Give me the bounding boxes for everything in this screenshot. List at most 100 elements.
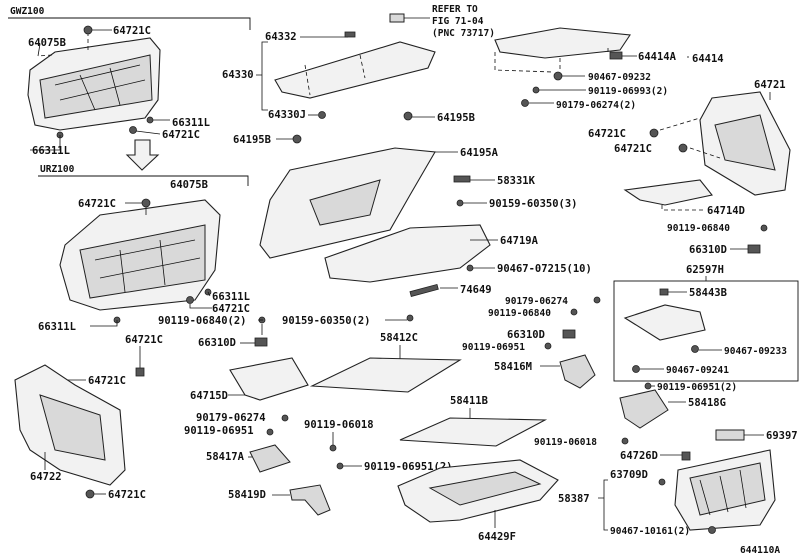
refer-line-1: REFER TO xyxy=(432,4,478,15)
label-90119-06993-2: 90119-06993(2) xyxy=(588,86,668,97)
bolt-90159-60350-3[interactable] xyxy=(456,199,464,207)
label-58412c: 58412C xyxy=(380,332,418,344)
part-64714d[interactable] xyxy=(623,179,713,206)
part-64429f-tray xyxy=(428,471,542,506)
label-64330j: 64330J xyxy=(268,109,306,121)
right-lower-center-group: 90179-06274 90119-06840 66310D 90119-069… xyxy=(462,296,737,448)
gwz100-group: GWZ100 64721C 64075B 66311L 64721C 66311… xyxy=(8,6,251,171)
bolt-90159-60350-2[interactable] xyxy=(406,314,414,322)
label-58331k: 58331K xyxy=(497,175,536,187)
clip-64726d[interactable] xyxy=(681,451,691,461)
clip-64721c-gwz-bottom[interactable] xyxy=(129,126,137,134)
part-69397[interactable] xyxy=(715,429,745,441)
bolt-90119-06951-b[interactable] xyxy=(544,342,552,350)
refer-line-3: (PNC 73717) xyxy=(432,28,495,39)
part-64330[interactable] xyxy=(274,41,436,99)
center-top-group: 64332 64330 64330J 64195B 64195B REFER T… xyxy=(222,4,495,146)
clip-90467-09241[interactable] xyxy=(632,365,640,373)
label-90467-10161-2: 90467-10161(2) xyxy=(610,526,690,537)
clip-64195b-a[interactable] xyxy=(292,134,302,144)
clip-64721c-urz-top[interactable] xyxy=(141,198,151,208)
clip-64330j[interactable] xyxy=(318,111,326,119)
label-90467-07215-10: 90467-07215(10) xyxy=(497,263,592,275)
bolt-90119-06951-a[interactable] xyxy=(266,428,274,436)
label-64721: 64721 xyxy=(754,79,786,91)
clip-64195b-b[interactable] xyxy=(403,111,413,121)
refer-line-2[interactable]: FIG 71-04 xyxy=(432,16,484,27)
clip-64721c-urz-bottom[interactable] xyxy=(186,296,194,304)
clip-64721c-i[interactable] xyxy=(678,143,688,153)
part-74649[interactable] xyxy=(409,283,439,298)
part-58443b[interactable] xyxy=(659,288,669,296)
part-64075b-gwz-panel xyxy=(39,54,153,119)
label-58411b: 58411B xyxy=(450,395,488,407)
leaders-64414-dash xyxy=(494,48,609,73)
part-64330-dashes xyxy=(304,54,366,96)
clip-64721c-e[interactable] xyxy=(135,367,145,377)
urz100-group: URZ100 64721C 64075B 66311L 64721C 66311… xyxy=(38,164,250,333)
leaders-urz xyxy=(90,202,212,327)
clip-90467-09232[interactable] xyxy=(553,71,563,81)
part-64715d[interactable] xyxy=(229,357,309,401)
bolt-90119-06840-c[interactable] xyxy=(570,308,578,316)
part-64414a[interactable] xyxy=(609,51,623,60)
label-64330: 64330 xyxy=(222,69,254,81)
label-90179-06274-2: 90179-06274(2) xyxy=(556,100,636,111)
bolt-90119-06993[interactable] xyxy=(532,86,540,94)
label-66310d-b: 66310D xyxy=(689,244,727,256)
clip-90179-06274-a[interactable] xyxy=(281,414,289,422)
bracket-66310d-left[interactable] xyxy=(254,337,268,347)
bolt-90119-06951-2a[interactable] xyxy=(336,462,344,470)
label-64721c-d: 64721C xyxy=(212,303,250,315)
part-58411b[interactable] xyxy=(399,417,548,447)
clip-90179-06274-b[interactable] xyxy=(593,296,601,304)
part-58416m[interactable] xyxy=(559,354,596,389)
clip-64721c-g[interactable] xyxy=(85,489,95,499)
part-58412c[interactable] xyxy=(309,357,462,393)
center-middle-group: 64195A 64719A 58331K 90159-60350(3) 9046… xyxy=(259,147,592,447)
part-58419d[interactable] xyxy=(289,484,331,516)
label-64721c-h: 64721C xyxy=(588,128,626,140)
center-bottom-group: 90179-06274 90119-06951 58417A 90119-060… xyxy=(184,412,559,543)
label-64721c-c: 64721C xyxy=(78,198,116,210)
part-64332[interactable] xyxy=(344,31,356,38)
clip-66311l-gwz-right[interactable] xyxy=(146,116,154,124)
label-90159-60350-3: 90159-60350(3) xyxy=(489,198,578,210)
part-64414[interactable] xyxy=(494,27,631,59)
label-64726d: 64726D xyxy=(620,450,658,462)
part-64075b-gwz-ribs xyxy=(54,64,146,111)
label-64195b-b: 64195B xyxy=(437,112,475,124)
label-64332: 64332 xyxy=(265,31,297,43)
label-58419d: 58419D xyxy=(228,489,266,501)
bracket-66310d-c[interactable] xyxy=(562,329,576,339)
bolt-90467-07215[interactable] xyxy=(466,264,474,272)
clip-63709d[interactable] xyxy=(658,478,666,486)
label-66311l-c: 66311L xyxy=(212,291,250,303)
label-90119-06951-2b: 90119-06951(2) xyxy=(657,382,737,393)
bracket-66310d-b[interactable] xyxy=(747,244,761,254)
part-58331k[interactable] xyxy=(453,175,471,183)
label-90119-06951-2a: 90119-06951(2) xyxy=(364,461,453,473)
clip-90467-09233[interactable] xyxy=(691,345,699,353)
variant-gwz100-label: GWZ100 xyxy=(10,6,45,17)
label-63709d: 63709D xyxy=(610,469,648,481)
label-58418g: 58418G xyxy=(688,397,726,409)
label-66311l-d: 66311L xyxy=(38,321,76,333)
bolt-90119-06840-b[interactable] xyxy=(760,224,768,232)
part-58418g[interactable] xyxy=(619,389,669,429)
label-64414: 64414 xyxy=(692,53,724,65)
part-64719a[interactable] xyxy=(324,224,491,283)
clip-64721c-h[interactable] xyxy=(649,128,659,138)
bolt-90119-06018-b[interactable] xyxy=(621,437,629,445)
part-62597h-bracket[interactable] xyxy=(623,304,706,341)
clip-90467-10161[interactable] xyxy=(708,526,716,534)
part-58417a[interactable] xyxy=(249,444,291,473)
bolt-90119-06951-2b[interactable] xyxy=(644,382,652,390)
part-58387-panel xyxy=(689,462,766,516)
bolt-90119-06018-a[interactable] xyxy=(329,444,337,452)
gwz100-bracket-line xyxy=(8,17,251,30)
washer-90179-06274-2[interactable] xyxy=(521,99,529,107)
variant-urz100-label: URZ100 xyxy=(40,164,75,175)
leaders-gwz xyxy=(30,29,170,151)
clip-64721c-gwz-top[interactable] xyxy=(83,25,93,35)
